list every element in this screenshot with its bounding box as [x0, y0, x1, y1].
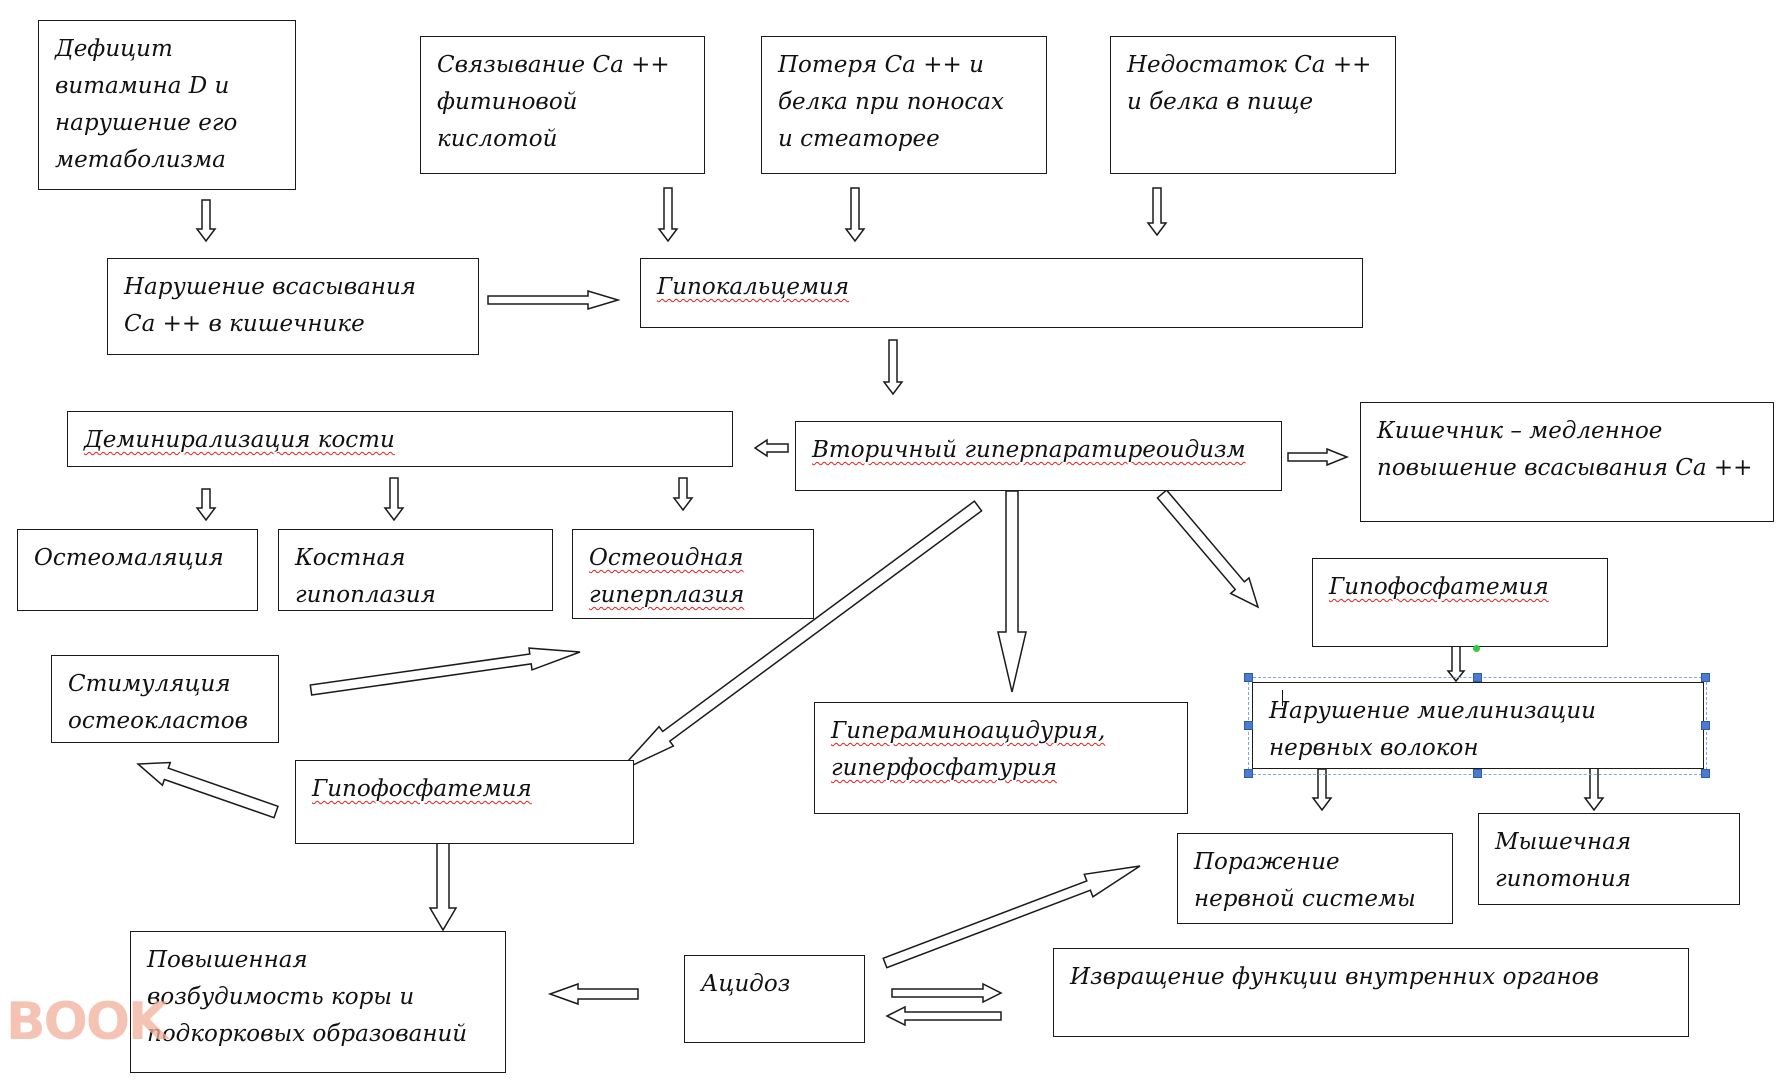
box-absorption-disorder-text: Нарушение всасывания Са ++ в кишечнике	[124, 274, 417, 337]
box-hypophosphatemia-right-text: Гипофосфатемия	[1329, 574, 1549, 600]
arrow-phytic-to-hypocalcemia	[657, 187, 679, 243]
box-muscle-hypotonia[interactable]: Мышечная гипотония	[1478, 813, 1740, 905]
arrow-lack-to-hypocalcemia	[1146, 187, 1168, 237]
box-secondary-hyperparathyroidism[interactable]: Вторичный гиперпаратиреоидизм	[795, 421, 1282, 491]
box-myelination-disorder[interactable]: Нарушение миелинизации нервных волокон	[1252, 682, 1704, 769]
resize-handle-bottom-right[interactable]	[1701, 769, 1710, 778]
box-osteomalacia-text: Остеомаляция	[34, 545, 224, 571]
box-osteoid-hyperplasia[interactable]: Остеоидная гиперплазия	[572, 529, 814, 619]
box-bone-demineralization-text: Деминирализация кости	[84, 427, 395, 453]
box-ca-loss-diarrhea-text: Потеря Са ++ и белка при поносах и стеат…	[778, 52, 1004, 152]
box-osteoid-hyperplasia-text: Остеоидная гиперплазия	[589, 545, 745, 608]
box-intestine-absorption[interactable]: Кишечник – медленное повышение всасывани…	[1360, 402, 1774, 522]
arrow-acidosis-to-excitability	[547, 982, 639, 1006]
box-muscle-hypotonia-text: Мышечная гипотония	[1495, 829, 1632, 892]
arrow-osteoclast-to-osteoid	[309, 647, 581, 696]
box-myelination-disorder-text: Нарушение миелинизации нервных волокон	[1269, 698, 1596, 761]
resize-handle-top-right[interactable]	[1701, 673, 1710, 682]
box-vitamin-d-deficit[interactable]: Дефицит витамина D и нарушение его метаб…	[38, 20, 296, 190]
arrow-organs-to-acidosis	[885, 1005, 1002, 1027]
arrow-hyperpara-to-demin	[753, 438, 789, 458]
box-hypocalcemia-text: Гипокальцемия	[657, 274, 850, 300]
arrow-vitd-to-absorption	[195, 199, 217, 243]
box-cortex-excitability-text: Повышенная возбудимость коры и подкорков…	[147, 947, 468, 1047]
box-ca-loss-diarrhea[interactable]: Потеря Са ++ и белка при поносах и стеат…	[761, 36, 1047, 174]
arrow-hyperpara-to-aminoacid	[997, 490, 1027, 693]
box-osteoclast-stimulation-text: Стимуляция остеокластов	[68, 671, 249, 734]
box-osteoclast-stimulation[interactable]: Стимуляция остеокластов	[51, 655, 279, 743]
box-osteomalacia[interactable]: Остеомаляция	[17, 529, 258, 611]
arrow-loss-to-hypocalcemia	[844, 187, 866, 243]
arrow-acidosis-to-organs	[891, 982, 1003, 1004]
box-cortex-excitability[interactable]: Повышенная возбудимость коры и подкорков…	[130, 931, 506, 1073]
box-hyperaminoaciduria-text: Гипераминоацидурия, гиперфосфатурия	[831, 718, 1106, 781]
arrow-myelin-to-hypotonia	[1583, 765, 1605, 812]
arrow-absorption-to-hypocalcemia	[487, 289, 621, 311]
box-intestine-absorption-text: Кишечник – медленное повышение всасывани…	[1377, 418, 1753, 481]
box-vitamin-d-deficit-text: Дефицит витамина D и нарушение его метаб…	[55, 36, 238, 173]
arrow-demin-to-osteomalacia	[195, 488, 217, 522]
arrow-acidosis-to-nervous	[882, 865, 1141, 969]
box-bone-hypoplasia-text: Костная гипоплазия	[295, 545, 436, 608]
resize-handle-left[interactable]	[1244, 721, 1253, 730]
box-nervous-system-lesion[interactable]: Поражение нервной системы	[1177, 833, 1453, 924]
resize-handle-right[interactable]	[1701, 721, 1710, 730]
box-hyperaminoaciduria[interactable]: Гипераминоацидурия, гиперфосфатурия	[814, 702, 1188, 814]
box-dietary-lack[interactable]: Недостаток Са ++ и белка в пище	[1110, 36, 1396, 174]
arrow-hypocalcemia-to-hyperpara	[882, 339, 904, 396]
box-secondary-hyperparathyroidism-text: Вторичный гиперпаратиреоидизм	[812, 437, 1246, 463]
arrow-demin-to-osteoid	[672, 477, 694, 512]
box-internal-organs-dysfunction-text: Извращение функции внутренних органов	[1070, 964, 1599, 990]
resize-handle-top-left[interactable]	[1244, 673, 1253, 682]
box-bone-demineralization[interactable]: Деминирализация кости	[67, 411, 733, 467]
text-cursor	[1282, 690, 1283, 706]
box-acidosis[interactable]: Ацидоз	[684, 955, 865, 1043]
box-acidosis-text: Ацидоз	[701, 971, 791, 997]
box-hypophosphatemia-left-text: Гипофосфатемия	[312, 776, 532, 802]
box-internal-organs-dysfunction[interactable]: Извращение функции внутренних органов	[1053, 948, 1689, 1037]
resize-handle-bottom[interactable]	[1473, 769, 1482, 778]
arrow-hypophos-to-osteoclast	[136, 761, 279, 819]
arrow-hyperpara-to-hypophos-left	[617, 500, 983, 773]
box-dietary-lack-text: Недостаток Са ++ и белка в пище	[1127, 52, 1372, 115]
box-nervous-system-lesion-text: Поражение нервной системы	[1194, 849, 1416, 912]
arrow-hyperpara-to-myelin	[1156, 489, 1260, 609]
box-absorption-disorder[interactable]: Нарушение всасывания Са ++ в кишечнике	[107, 258, 479, 355]
resize-handle-bottom-left[interactable]	[1244, 769, 1253, 778]
arrow-demin-to-hypoplasia	[383, 477, 405, 522]
arrow-hyperpara-to-intestine	[1287, 447, 1350, 467]
arrow-hypophos-to-excitability	[428, 841, 458, 932]
arrow-myelin-to-nervous	[1311, 768, 1333, 812]
box-phytic-binding-text: Связывание Са ++ фитиновой кислотой	[437, 52, 670, 152]
rotation-handle[interactable]	[1473, 645, 1480, 652]
box-phytic-binding[interactable]: Связывание Са ++ фитиновой кислотой	[420, 36, 705, 174]
box-hypophosphatemia-left[interactable]: Гипофосфатемия	[295, 760, 634, 844]
box-hypophosphatemia-right[interactable]: Гипофосфатемия	[1312, 558, 1608, 647]
resize-handle-top[interactable]	[1473, 673, 1482, 682]
watermark-logo: BOOK	[6, 992, 168, 1052]
box-bone-hypoplasia[interactable]: Костная гипоплазия	[278, 529, 553, 611]
box-hypocalcemia[interactable]: Гипокальцемия	[640, 258, 1363, 328]
selection-frame[interactable]	[1248, 677, 1707, 775]
